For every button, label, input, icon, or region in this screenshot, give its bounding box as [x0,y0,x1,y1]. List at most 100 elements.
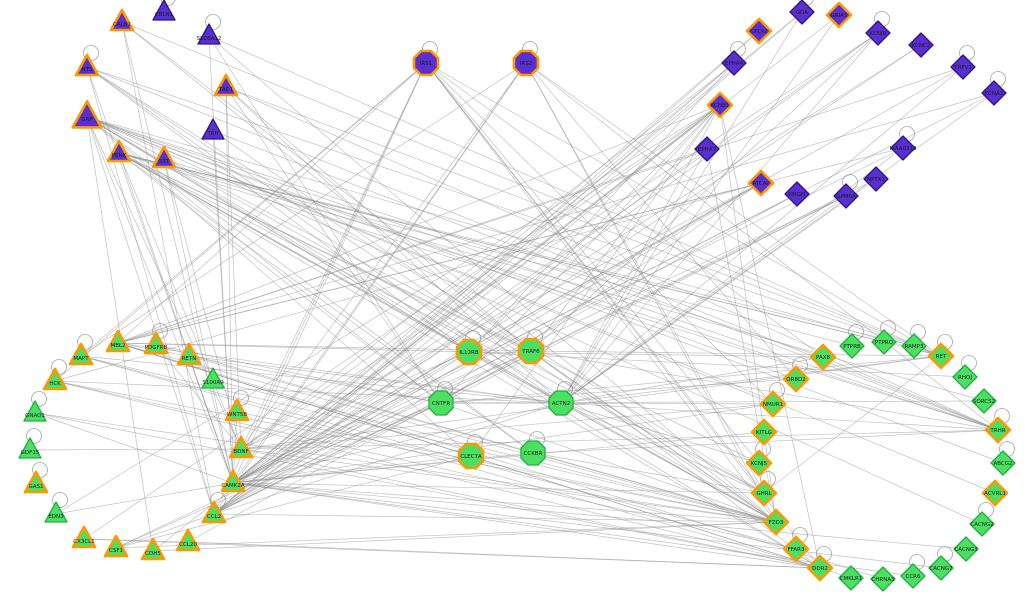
triangle-node-shape[interactable] [201,118,225,140]
node-CMKLR1[interactable]: CMKLR1 [838,565,864,591]
triangle-node-shape[interactable] [151,145,177,169]
triangle-node-shape[interactable] [106,139,132,163]
diamond-node-shape[interactable] [953,536,979,562]
node-CCL20[interactable]: CCL20 [175,528,201,552]
diamond-node-shape[interactable] [838,565,864,591]
triangle-node-shape[interactable] [74,53,100,77]
node-ACTN2[interactable]: ACTN2 [548,390,574,416]
diamond-node-shape[interactable] [908,32,934,58]
node-CALB1[interactable]: CALB1 [109,8,135,32]
triangle-node-shape[interactable] [213,73,239,97]
octagon-node-shape[interactable] [512,49,540,77]
triangle-node-shape[interactable] [68,342,94,366]
octagon-node-shape[interactable] [457,442,485,470]
diamond-node-shape[interactable] [784,181,810,207]
node-CX3CL1[interactable]: CX3CL1 [71,525,97,549]
node-SLC6A12[interactable]: SLC6A12 [197,23,222,45]
triangle-node-shape[interactable] [103,534,129,558]
triangle-node-shape[interactable] [224,398,250,422]
triangle-node-shape[interactable] [152,0,176,21]
node-TRAF6[interactable]: TRAF6 [517,337,545,365]
diamond-node-shape[interactable] [721,50,747,76]
diamond-node-shape[interactable] [745,17,773,45]
triangle-node-shape[interactable] [175,528,201,552]
triangle-node-shape[interactable] [23,400,47,422]
diamond-node-shape[interactable] [952,364,978,390]
node-CCKBR[interactable]: CCKBR [520,440,546,466]
octagon-node-shape[interactable] [455,338,483,366]
diamond-node-shape[interactable] [833,183,859,209]
diamond-node-shape[interactable] [928,555,954,581]
diamond-node-shape[interactable] [971,388,997,414]
node-KIAA0319[interactable]: KIAA0319 [890,135,917,161]
diamond-node-shape[interactable] [825,1,853,29]
node-CBLN1[interactable]: CBLN1 [152,0,176,21]
diamond-node-shape[interactable] [981,479,1009,507]
diamond-node-shape[interactable] [750,418,778,446]
diamond-node-shape[interactable] [782,535,810,563]
node-FZD3[interactable]: FZD3 [762,508,790,536]
triangle-node-shape[interactable] [42,367,68,391]
triangle-node-shape[interactable] [18,437,42,459]
diamond-node-shape[interactable] [890,135,916,161]
node-MAPT[interactable]: MAPT [68,342,94,366]
triangle-node-shape[interactable] [71,100,103,129]
octagon-node-shape[interactable] [412,49,440,77]
diamond-node-shape[interactable] [990,450,1016,476]
triangle-node-shape[interactable] [197,23,221,45]
diamond-node-shape[interactable] [865,20,891,46]
node-NTS[interactable]: NTS [74,53,100,77]
diamond-node-shape[interactable] [871,329,897,355]
triangle-node-shape[interactable] [23,470,49,494]
node-PENK[interactable]: PENK [106,139,132,163]
diamond-node-shape[interactable] [759,390,787,418]
triangle-node-shape[interactable] [109,8,135,32]
node-KITLG[interactable]: KITLG [750,418,778,446]
diamond-node-shape[interactable] [745,449,773,477]
triangle-node-shape[interactable] [44,501,68,523]
node-NPTX1[interactable]: NPTX1 [863,166,889,192]
node-EPHA7[interactable]: EPHA7 [694,136,720,162]
node-SST[interactable]: SST [151,145,177,169]
triangle-node-shape[interactable] [140,537,166,561]
diamond-node-shape[interactable] [927,342,955,370]
node-ATCAY[interactable]: ATCAY [747,169,775,197]
octagon-node-shape[interactable] [548,390,574,416]
triangle-node-shape[interactable] [201,500,227,524]
node-KCNC2[interactable]: KCNC2 [908,32,934,58]
node-GDF15[interactable]: GDF15 [18,437,42,459]
octagon-node-shape[interactable] [517,337,545,365]
octagon-node-shape[interactable] [428,390,454,416]
diamond-node-shape[interactable] [839,333,865,359]
diamond-node-shape[interactable] [747,169,775,197]
node-IRS2[interactable]: IRS2 [512,49,540,77]
diamond-node-shape[interactable] [750,479,778,507]
node-GRP[interactable]: GRP [71,100,103,129]
node-EDN3[interactable]: EDN3 [44,501,68,523]
diamond-node-shape[interactable] [782,365,810,393]
node-GAS1[interactable]: GAS1 [23,470,49,494]
node-ACVRL1[interactable]: ACVRL1 [981,479,1009,507]
diamond-node-shape[interactable] [863,166,889,192]
node-TRH[interactable]: TRH [201,118,225,140]
triangle-node-shape[interactable] [201,367,225,389]
diamond-node-shape[interactable] [901,333,927,359]
diamond-node-shape[interactable] [694,136,720,162]
diamond-node-shape[interactable] [789,0,815,25]
node-GNAO1[interactable]: GNAO1 [23,400,47,422]
diamond-node-shape[interactable] [969,511,995,537]
node-CACNG3[interactable]: CACNG3 [953,536,979,562]
node-SORCS2[interactable]: SORCS2 [971,388,997,414]
diamond-node-shape[interactable] [870,566,896,592]
diamond-node-shape[interactable] [806,554,834,582]
diamond-node-shape[interactable] [950,54,976,80]
triangle-node-shape[interactable] [176,342,202,366]
node-GRIA1[interactable]: GRIA1 [825,1,853,29]
triangle-node-shape[interactable] [228,435,254,459]
diamond-node-shape[interactable] [981,80,1007,106]
diamond-node-shape[interactable] [762,508,790,536]
diamond-node-shape[interactable] [984,416,1012,444]
node-CLEC7A[interactable]: CLEC7A [457,442,485,470]
